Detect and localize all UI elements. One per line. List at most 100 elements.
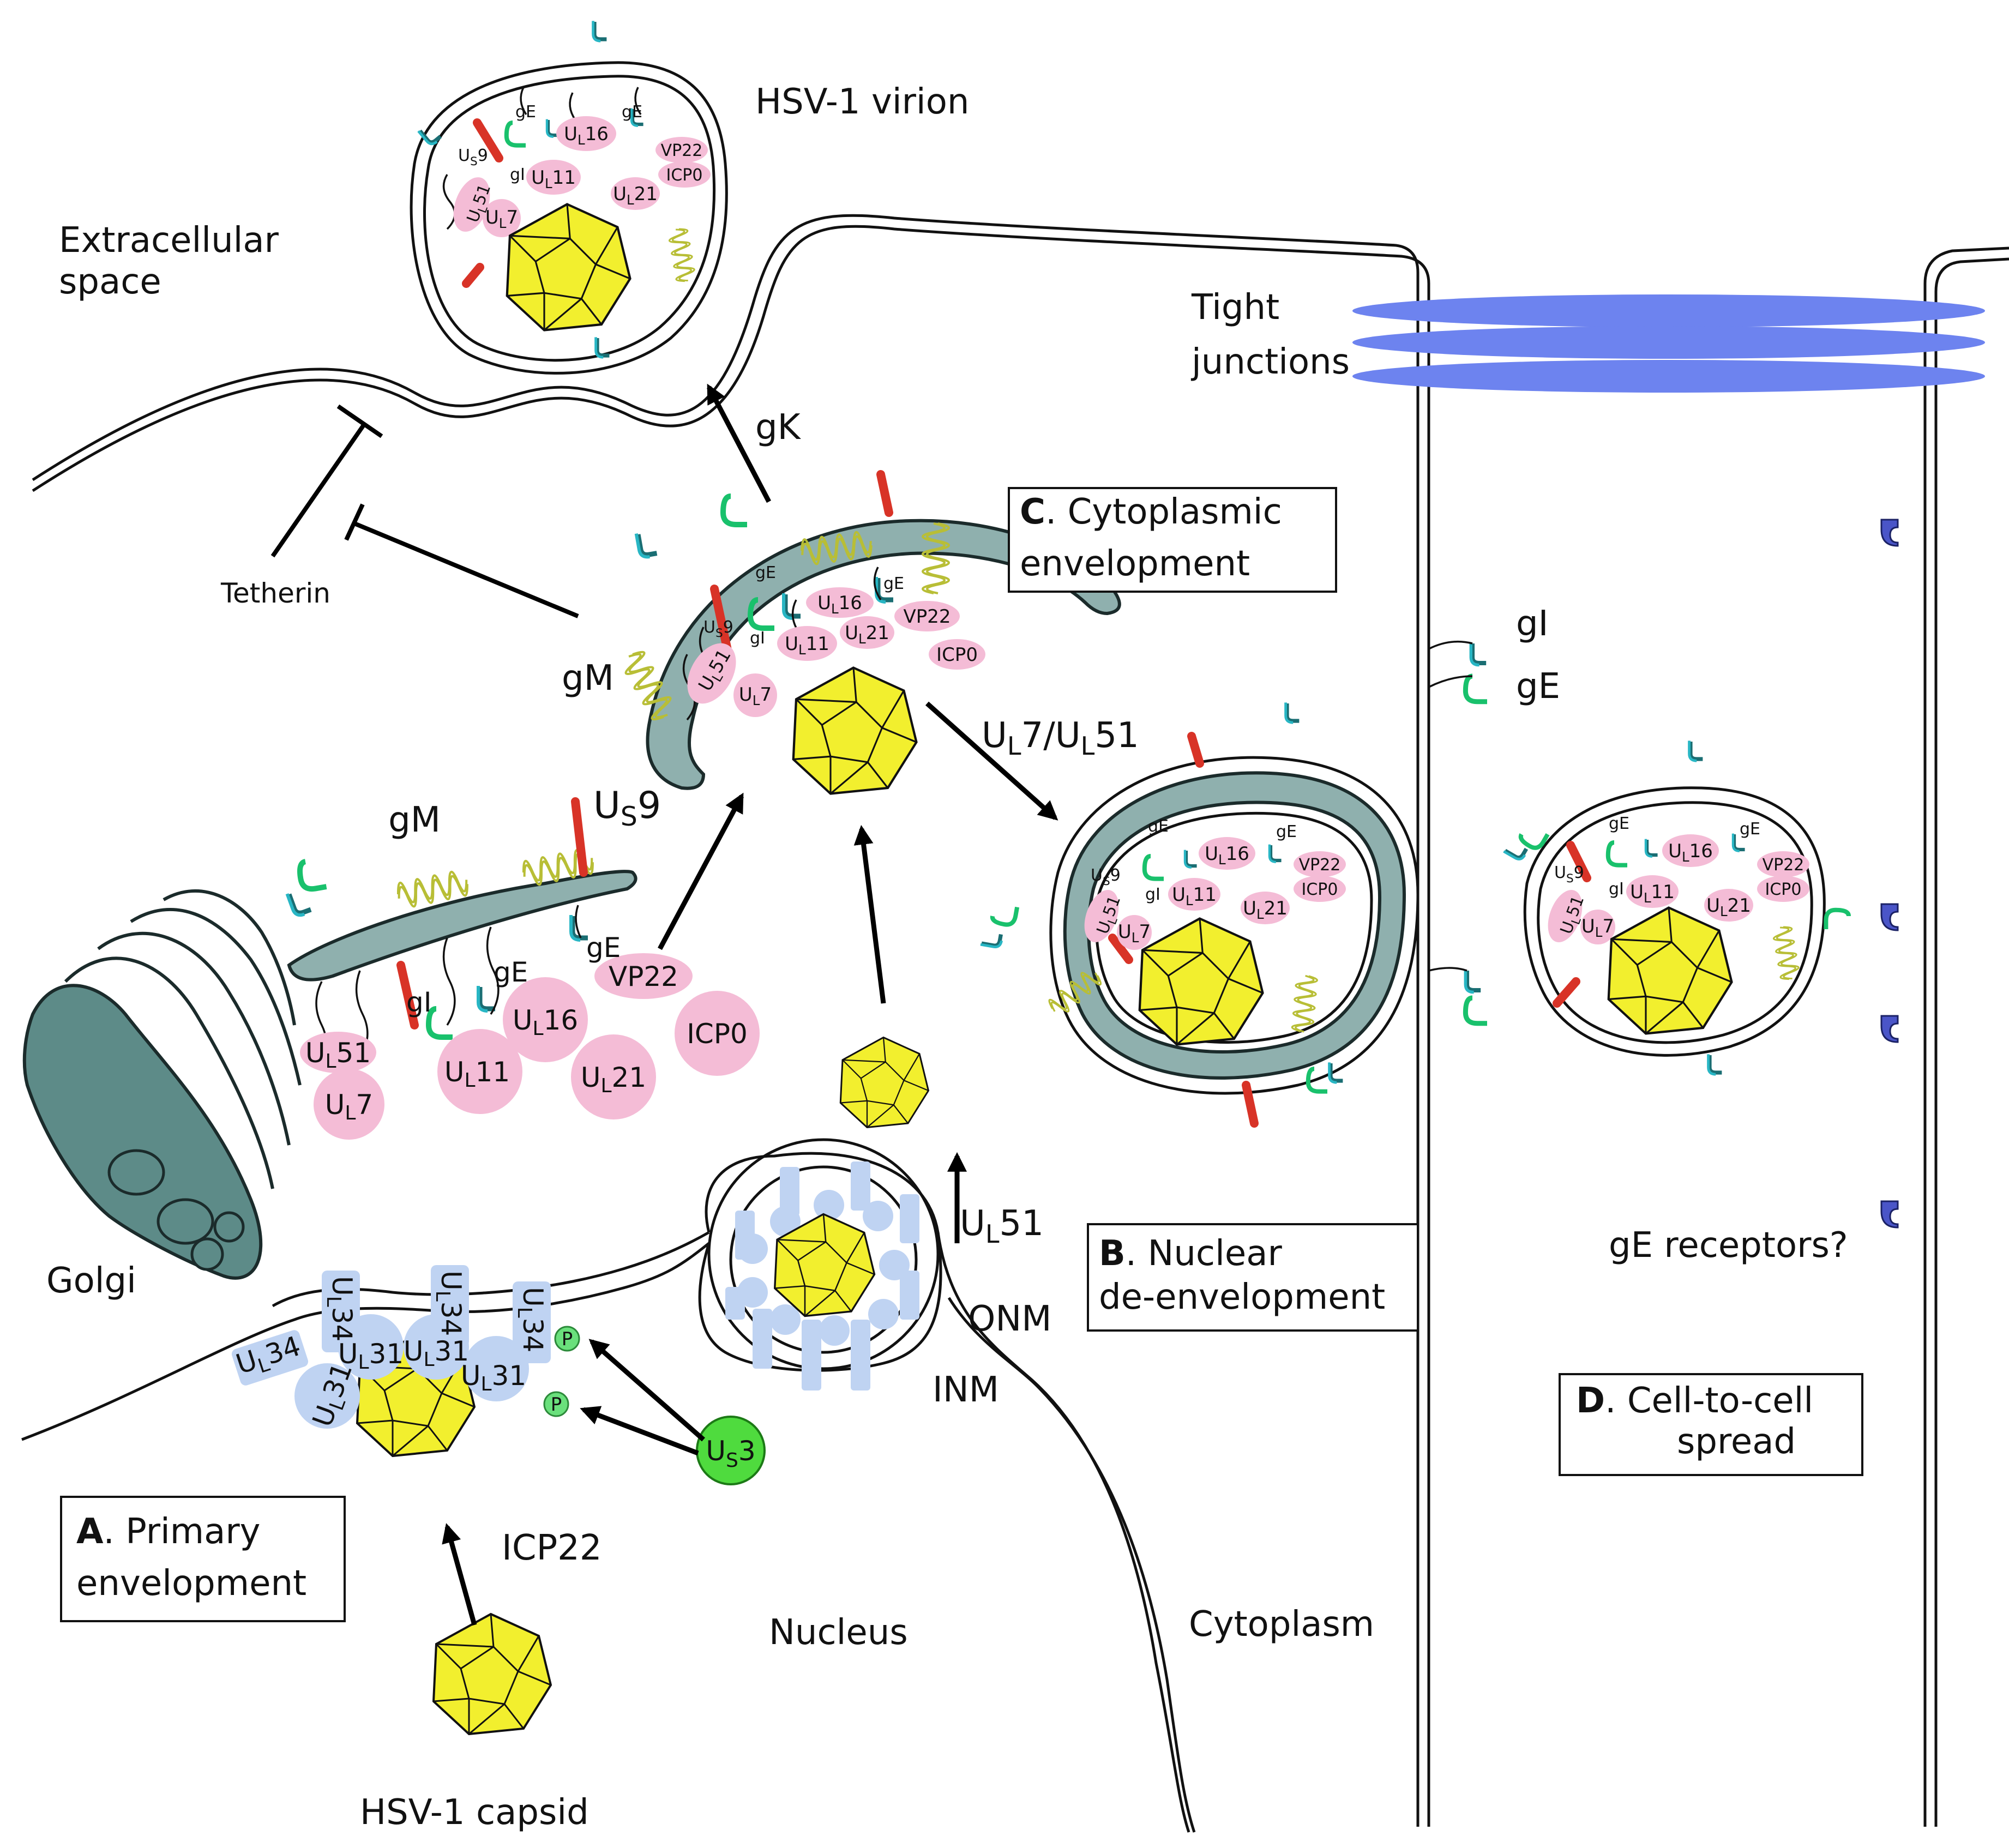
d-gI-label: gI: [1609, 880, 1624, 899]
golgi-ul16: UL16: [513, 1004, 578, 1040]
d-us9: US9: [1554, 863, 1584, 886]
box-a-line2: envelopment: [76, 1563, 306, 1604]
b-ul16: UL16: [1205, 843, 1249, 868]
nec-complex: [231, 1265, 551, 1429]
phospho-label-1: P: [562, 1328, 573, 1350]
golgi-vp22: VP22: [609, 961, 678, 992]
tight-junctions-label-2: junctions: [1190, 342, 1350, 382]
extracellular-label-1: Extracellular: [59, 220, 279, 261]
v-icp0: ICP0: [666, 166, 703, 185]
c-us9: US9: [703, 618, 733, 640]
b-capsid: [1140, 919, 1263, 1045]
d-vp22: VP22: [1763, 856, 1805, 875]
ul7-ul51-label: UL7/UL51: [982, 715, 1139, 761]
extracellular-virion: UL16 VP22 ICP0 UL11 UL21 UL51 UL7 US9 gE…: [410, 21, 728, 375]
tetherin-label: Tetherin: [220, 577, 330, 609]
extracellular-label-2: space: [59, 262, 161, 302]
phospho-label-2: P: [551, 1394, 562, 1416]
golgi-apparatus: [22, 889, 302, 1280]
virion-label: HSV-1 virion: [755, 82, 969, 122]
box-a-line1: A. Primary: [76, 1512, 261, 1552]
c-gE-label-1: gE: [755, 563, 776, 582]
capsid-to-c-arrow: [853, 824, 886, 1004]
d-gE-label-2: gE: [1740, 820, 1760, 839]
golgi-gI-label: gI: [406, 986, 431, 1018]
capsid-label: HSV-1 capsid: [360, 1792, 589, 1833]
c-capsid: [793, 668, 917, 794]
membrane-gI-2: [1465, 998, 1487, 1024]
d-capsid: [1609, 908, 1732, 1034]
gE-right-label: gE: [1516, 666, 1560, 707]
capsid-to-envelopment-arrow: [442, 1523, 477, 1626]
us3-label: US3: [706, 1435, 755, 1472]
v-ul11: UL11: [531, 167, 576, 191]
perinuclear-virion: [707, 1138, 940, 1390]
c-ul7: UL7: [739, 684, 772, 708]
golgi-ul21: UL21: [581, 1062, 646, 1097]
v-ul21: UL21: [613, 183, 658, 208]
b-icp0: ICP0: [1302, 880, 1338, 899]
golgi-to-c-arrow: [658, 792, 744, 950]
v-gE-label-1: gE: [515, 103, 536, 122]
golgi-gE-label-1: gE: [494, 956, 528, 988]
c-vp22: VP22: [903, 606, 951, 628]
tight-junctions-label-1: Tight: [1191, 287, 1279, 328]
c-icp0: ICP0: [936, 644, 978, 666]
ge-receptor-4: [1880, 1200, 1899, 1229]
gI-right-label: gI: [1516, 604, 1549, 644]
c-gE-label-2: gE: [883, 574, 904, 593]
cell-to-cell-virion: UL16 VP22 ICP0 UL11 UL21 UL51 UL7 US9 gE…: [1503, 741, 1849, 1074]
v-us9: US9: [458, 146, 488, 168]
d-ul16: UL16: [1668, 840, 1713, 865]
b-gI-label: gI: [1145, 885, 1160, 904]
v-ul16: UL16: [564, 123, 609, 148]
b-gE-label-1: gE: [1148, 817, 1169, 836]
golgi-label: Golgi: [46, 1261, 136, 1301]
cytoplasmic-envelopment: UL16 VP22 UL11 UL21 ICP0 UL51 UL7 US9 gE…: [618, 470, 1121, 790]
ul31-label-2: UL31: [404, 1335, 469, 1371]
plasma-membrane: [32, 214, 2009, 1827]
v-gI-label: gI: [510, 165, 525, 184]
b-ul7: UL7: [1118, 921, 1151, 946]
b-ul11: UL11: [1172, 884, 1217, 908]
b-us9: US9: [1091, 866, 1121, 888]
ul31-label-1: UL31: [338, 1338, 404, 1374]
d-icp0: ICP0: [1765, 880, 1802, 899]
golgi-ul11: UL11: [444, 1056, 510, 1092]
c-ul16: UL16: [817, 592, 862, 617]
virion-capsid: [507, 204, 630, 330]
gK-label: gK: [755, 407, 802, 448]
d-ul21: UL21: [1706, 895, 1751, 919]
c-ul11: UL11: [785, 633, 829, 658]
v-gE-label-2: gE: [622, 103, 642, 122]
ge-receptor-3: [1880, 1015, 1899, 1043]
d-gE-label-1: gE: [1609, 814, 1629, 833]
ge-receptor-1: [1880, 519, 1899, 547]
ul51-label: UL51: [960, 1203, 1044, 1249]
box-c: C. Cytoplasmic envelopment: [1008, 487, 1337, 593]
box-d: D. Cell-to-cell spread: [1559, 1373, 1863, 1476]
ul7-ul51-arrow: [925, 701, 1058, 821]
ul34-label-1: UL34: [322, 1276, 358, 1341]
c-gI-label: gI: [750, 629, 765, 648]
box-d-line1: D. Cell-to-cell: [1576, 1381, 1813, 1421]
golgi-icp0: ICP0: [687, 1018, 748, 1050]
tight-junctions: [1352, 294, 1985, 393]
icp22-label: ICP22: [502, 1528, 602, 1568]
box-b: B. Nuclear de-envelopment: [1087, 1223, 1419, 1332]
golgi-ul7: UL7: [325, 1089, 373, 1124]
primary-envelopment: P P US3 UL31 UL31 UL31 UL31 UL34 UL34 UL…: [231, 1265, 766, 1485]
ul34-label-3: UL34: [513, 1287, 549, 1352]
cytoplasmic-capsid: [839, 1037, 929, 1128]
enveloped-virion-b: UL16 VP22 ICP0 UL11 UL21 UL51 UL7 US9 gE…: [981, 702, 1419, 1128]
box-c-line1: C. Cytoplasmic: [1020, 492, 1282, 532]
box-d-line2: spread: [1677, 1422, 1796, 1462]
d-ul7: UL7: [1581, 916, 1614, 940]
cytoplasm-label: Cytoplasm: [1189, 1604, 1374, 1645]
cyto-gM-label: gM: [562, 658, 614, 699]
box-b-line2: de-envelopment: [1099, 1277, 1385, 1317]
ge-receptor-2: [1880, 903, 1899, 931]
b-gE-label-2: gE: [1276, 822, 1297, 841]
